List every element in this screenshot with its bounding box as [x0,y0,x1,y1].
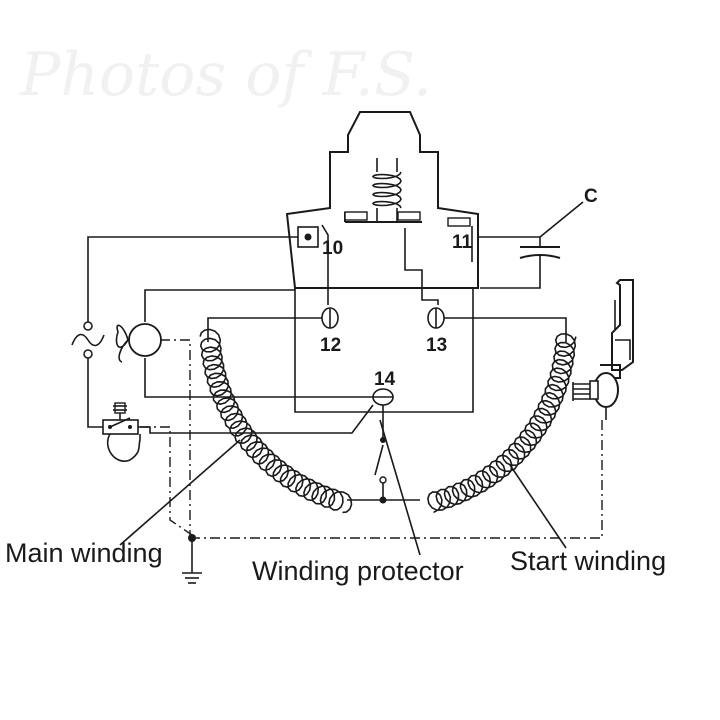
relay-coil [371,158,402,222]
terminal-12-connector [321,307,339,329]
plug-connector-icon [572,279,634,420]
terminal-13-label: 13 [426,335,447,356]
ac-source [71,321,105,359]
relay-housing [285,111,479,289]
winding-protector [374,405,387,500]
thermostat-icon [102,402,141,462]
winding-protector-label: Winding protector [252,556,464,586]
main-winding-coil [199,328,353,514]
terminal-13-connector [427,307,445,329]
main-winding-label: Main winding [5,538,163,568]
terminal-10-label: 10 [322,238,343,259]
terminal-11-label: 11 [452,232,473,253]
capacitor [478,201,584,289]
relay-contacts [297,211,471,248]
ground-icon [182,538,202,584]
fan-motor-icon [115,323,162,363]
terminal-14-connector [372,388,394,406]
start-winding-coil [427,333,577,514]
start-winding-label: Start winding [510,546,666,576]
watermark: Photos of F.S. [19,40,432,110]
capacitor-label: C [584,186,598,207]
terminal-14-label: 14 [374,369,396,390]
terminal-12-label: 12 [320,335,341,356]
compressor-housing [294,288,474,413]
